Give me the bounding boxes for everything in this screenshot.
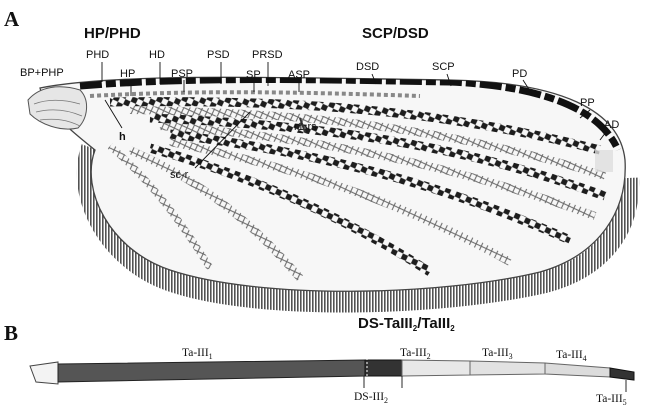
label-ta-iii1: Ta-III1	[182, 347, 213, 361]
label-pd: PD	[512, 68, 527, 80]
label-hp: HP	[120, 68, 135, 80]
label-ta-iii4: Ta-III4	[556, 349, 587, 363]
label-psd: PSD	[207, 49, 230, 61]
segment-ta-iii5	[610, 368, 634, 380]
label-r-rs: r1-rs	[294, 121, 317, 133]
panel-a: A HP/PHD SCP/DSD	[4, 7, 628, 302]
label-hd: HD	[149, 49, 165, 61]
segment-ta-iii1	[58, 360, 365, 382]
label-sc-r: sc-r	[170, 169, 189, 181]
label-prsd: PRSD	[252, 49, 283, 61]
group-label-ds-taiii: DS-TaIII2/TaIII2	[358, 315, 455, 333]
group-label-hp-phd: HP/PHD	[84, 25, 141, 42]
group-label-scp-dsd: SCP/DSD	[362, 25, 429, 42]
label-ta-iii3: Ta-III3	[482, 347, 513, 361]
leg-leader-lines	[364, 376, 626, 392]
segment-ta-iii3	[470, 361, 545, 375]
panel-a-letter: A	[4, 7, 20, 31]
panel-b-letter: B	[4, 321, 18, 345]
segment-ta-iii4	[545, 363, 610, 377]
label-phd: PHD	[86, 49, 109, 61]
label-ta-iii5: Ta-III5	[596, 393, 627, 407]
label-h: h	[119, 131, 126, 143]
label-dsd: DSD	[356, 61, 379, 73]
wing-base	[28, 87, 87, 129]
tarsus-base	[30, 362, 58, 384]
label-pp: PP	[580, 97, 595, 109]
panel-b: B DS-TaIII2/TaIII2 Ta-III1 Ta-III2 Ta-II…	[4, 315, 634, 407]
segment-ds-iii2	[365, 360, 402, 376]
label-bp-php: BP+PHP	[20, 67, 64, 79]
label-sp: SP	[246, 69, 261, 81]
label-asp: ASP	[288, 69, 310, 81]
segment-ta-iii2	[402, 360, 470, 376]
label-psp: PSP	[171, 68, 193, 80]
label-ds-iii2: DS-III2	[354, 391, 388, 405]
label-ta-iii2: Ta-III2	[400, 347, 431, 361]
label-ad: AD	[604, 119, 619, 131]
apex-pale-spot	[595, 150, 613, 172]
label-scp: SCP	[432, 61, 455, 73]
